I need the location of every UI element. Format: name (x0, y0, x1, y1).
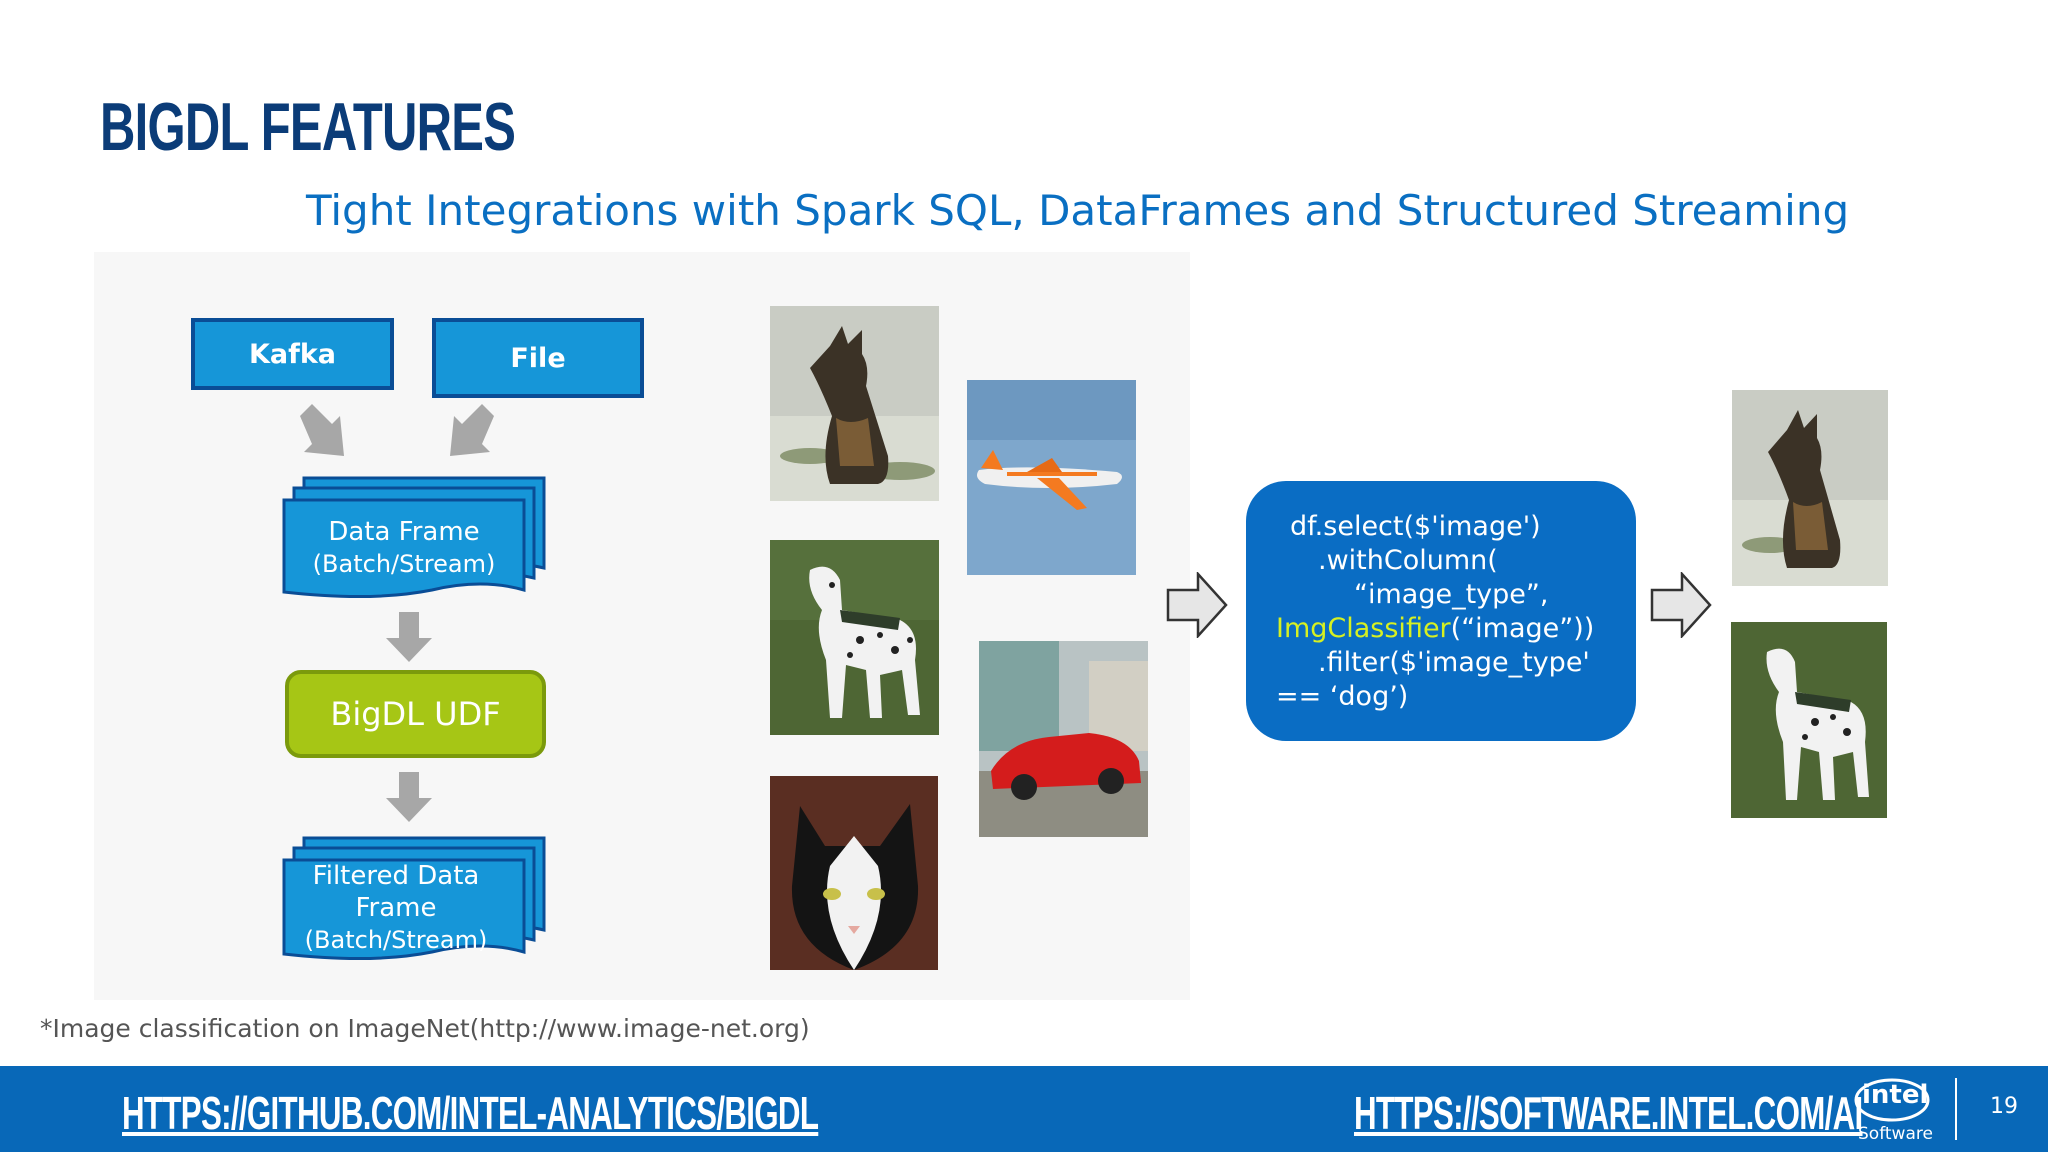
filtered-dataframe-stack (282, 836, 546, 961)
output-dog-shepherd-image (1732, 390, 1888, 586)
filtered-dataframe-label: Filtered Data Frame (Batch/Stream) (284, 860, 508, 962)
code-line-1: df.select($'image') (1290, 511, 1541, 542)
dalmatian-image (770, 540, 939, 735)
arrow-down-icon (386, 772, 432, 822)
dog-shepherd-image (770, 306, 939, 501)
file-label: File (510, 342, 566, 374)
cat-image (770, 776, 938, 970)
dataframe-label: Data Frame (Batch/Stream) (284, 516, 524, 580)
img-classifier-highlight: ImgClassifier (1276, 613, 1451, 644)
intel-ai-link[interactable]: HTTPS://SOFTWARE.INTEL.COM/AI (1354, 1087, 1863, 1139)
arrow-right-outline-icon (1166, 572, 1228, 638)
red-car-image (979, 641, 1148, 837)
output-dalmatian-image (1731, 622, 1887, 818)
file-box: File (432, 318, 644, 398)
code-line-2: .withColumn( (1318, 545, 1498, 576)
footnote: *Image classification on ImageNet(http:/… (40, 1014, 810, 1043)
code-line-3: “image_type”, (1354, 579, 1549, 610)
dataframe-stack (282, 476, 546, 599)
dataframe-line2: (Batch/Stream) (312, 550, 496, 578)
arrow-down-icon (386, 612, 432, 662)
code-line-4: ImgClassifier(“image”)) (1276, 613, 1594, 644)
slide-subtitle: Tight Integrations with Spark SQL, DataF… (306, 186, 1850, 235)
filtered-line3: (Batch/Stream) (304, 926, 488, 954)
intel-software-text: Software (1858, 1124, 1933, 1144)
filtered-line2: Frame (355, 893, 437, 923)
intel-logo-text: intel (1862, 1080, 1929, 1110)
udf-label: BigDL UDF (330, 695, 501, 733)
footer-divider (1955, 1078, 1957, 1140)
code-box: df.select($'image') .withColumn( “image_… (1246, 481, 1636, 741)
code-line-5: .filter($'image_type' (1318, 647, 1590, 678)
intel-logo-icon (1854, 1078, 1930, 1122)
kafka-box: Kafka (191, 318, 394, 390)
arrow-down-right-icon (300, 404, 344, 456)
code-line-6: == ‘dog’) (1276, 681, 1409, 712)
kafka-label: Kafka (248, 338, 337, 370)
filtered-line1: Filtered Data (312, 861, 480, 891)
slide-title: BIGDL FEATURES (100, 89, 516, 165)
arrow-right-outline-icon (1650, 572, 1712, 638)
page-number: 19 (1990, 1094, 2018, 1119)
airplane-image (967, 380, 1136, 575)
dataframe-line1: Data Frame (328, 517, 480, 547)
arrow-down-left-icon (450, 404, 494, 456)
bigdl-udf-box: BigDL UDF (285, 670, 546, 758)
footer-bar: HTTPS://GITHUB.COM/INTEL-ANALYTICS/BIGDL… (0, 1066, 2048, 1152)
code-line-4-rest: (“image”)) (1450, 613, 1595, 644)
github-link[interactable]: HTTPS://GITHUB.COM/INTEL-ANALYTICS/BIGDL (122, 1087, 819, 1139)
